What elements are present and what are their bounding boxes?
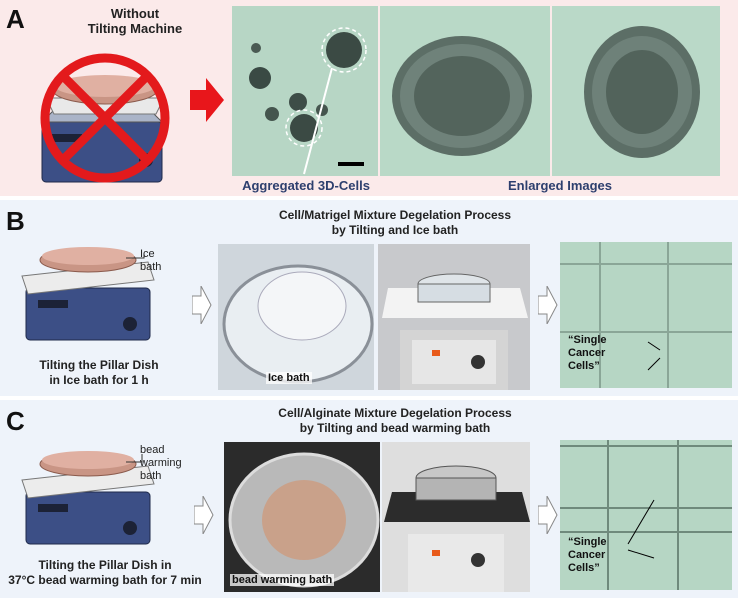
panel-b-title: Cell/Matrigel Mixture Degelation Process…: [210, 208, 580, 238]
single-cells-label-c-line1: “Single: [568, 536, 607, 548]
panel-a-title: Without Tilting Machine: [60, 6, 210, 36]
enlarged-cell-image-2: [552, 6, 720, 176]
panel-a-title-line1: Without: [110, 6, 160, 21]
arrow-right-icon-4: [538, 496, 558, 534]
arrow-right-icon-3: [194, 496, 214, 534]
single-cells-label-b-line1: “Single: [568, 334, 607, 346]
single-cells-label-c: “Single Cancer Cells”: [568, 536, 607, 575]
ice-bath-callout-line2: bath: [140, 261, 162, 273]
panel-c-title-line1: Cell/Alginate Mixture Degelation Process: [278, 406, 512, 420]
single-cells-label-c-line2: Cancer: [568, 549, 606, 561]
tilting-machine-bead-photo: [382, 442, 530, 592]
panel-b-title-line2: by Tilting and Ice bath: [331, 223, 459, 237]
tilting-machine-photo: [378, 244, 530, 390]
panel-c-title: Cell/Alginate Mixture Degelation Process…: [210, 406, 580, 436]
red-arrow-icon: [190, 78, 224, 122]
enlarged-cell-image-1: [380, 6, 550, 176]
panel-a-title-line2: Tilting Machine: [87, 21, 183, 36]
panel-c-letter: C: [6, 406, 25, 436]
arrow-right-icon: [192, 286, 212, 324]
ice-bath-photo-label: Ice bath: [266, 372, 312, 384]
ice-bath-callout-line1: Ice: [140, 248, 155, 260]
ice-bath-callout: Ice bath: [140, 248, 161, 274]
bead-bath-callout: bead warming bath: [140, 444, 182, 483]
bead-bath-callout-line2: warming: [140, 457, 182, 469]
aggregated-cells-label: Aggregated 3D-Cells: [242, 178, 370, 193]
bead-bath-photo-label: bead warming bath: [230, 574, 335, 586]
stirrer-without-tilting-illustration: [40, 53, 170, 183]
single-cells-label-b-line2: Cancer: [568, 347, 606, 359]
prohibited-circle-icon: [40, 53, 170, 183]
stirrer-bead-bath-illustration: [21, 451, 155, 545]
bead-bath-callout-line3: bath: [140, 470, 162, 482]
single-cells-label-c-line3: Cells”: [568, 562, 600, 574]
arrow-right-icon-2: [538, 286, 558, 324]
panel-c-caption-line2: 37°C bead warming bath for 7 min: [8, 573, 202, 587]
panel-c-caption: Tilting the Pillar Dish in 37°C bead war…: [0, 558, 210, 588]
panel-a: A Without Tilting Machine: [0, 0, 738, 196]
stirrer-ice-bath-illustration: [21, 247, 155, 341]
panel-b: B Cell/Matrigel Mixture Degelation Proce…: [0, 200, 738, 396]
single-cells-label-b-line3: Cells”: [568, 360, 600, 372]
bead-bath-callout-line1: bead: [140, 444, 165, 456]
panel-b-caption-line2: in Ice bath for 1 h: [49, 373, 149, 387]
panel-b-caption: Tilting the Pillar Dish in Ice bath for …: [4, 358, 194, 388]
panel-b-title-line1: Cell/Matrigel Mixture Degelation Process: [278, 208, 512, 222]
single-cells-label-b: “Single Cancer Cells”: [568, 334, 607, 373]
panel-b-letter: B: [6, 206, 25, 236]
panel-c-caption-line1: Tilting the Pillar Dish in: [38, 558, 172, 572]
ice-bath-photo: Ice bath: [218, 244, 374, 390]
enlarged-images-label: Enlarged Images: [507, 178, 613, 193]
single-cells-micrograph-b: “Single Cancer Cells”: [560, 242, 732, 388]
panel-c: C Cell/Alginate Mixture Degelation Proce…: [0, 400, 738, 598]
panel-c-title-line2: by Tilting and bead warming bath: [299, 421, 491, 435]
bead-bath-photo: bead warming bath: [224, 442, 380, 592]
panel-a-letter: A: [6, 4, 25, 34]
single-cells-micrograph-c: “Single Cancer Cells”: [560, 440, 732, 590]
panel-b-caption-line1: Tilting the Pillar Dish: [39, 358, 159, 372]
aggregated-cells-micrograph: [232, 6, 378, 176]
